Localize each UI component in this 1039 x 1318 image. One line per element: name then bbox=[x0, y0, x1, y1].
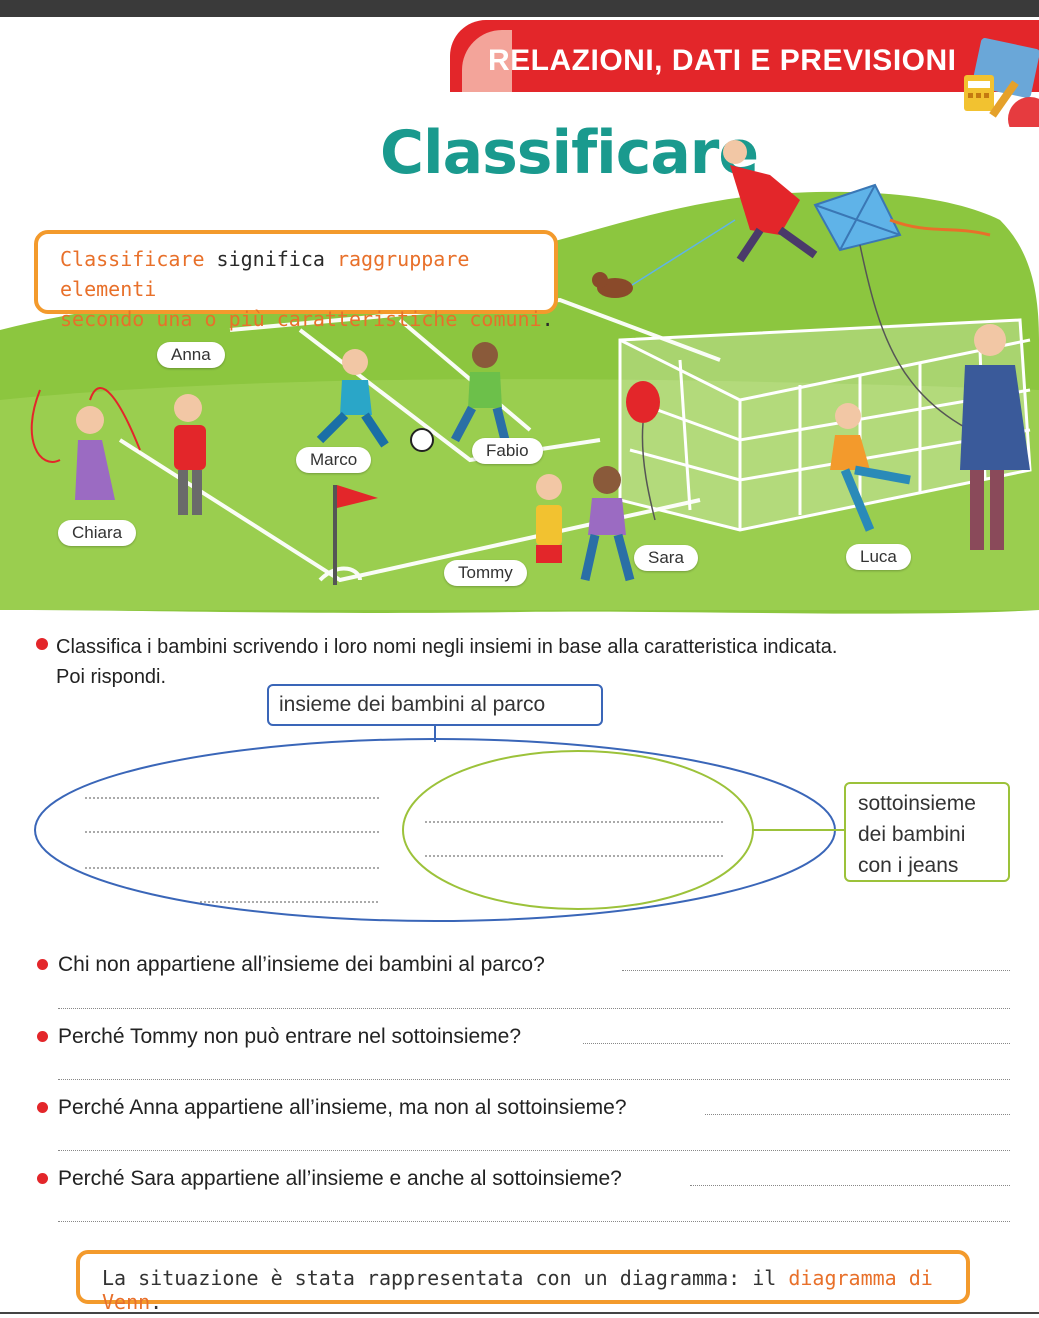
conclusion-highlight: diagramma di Venn bbox=[102, 1266, 933, 1314]
kite bbox=[813, 183, 991, 441]
definition-period: . bbox=[541, 307, 554, 331]
boy-tommy bbox=[536, 474, 562, 563]
name-tag-anna: Anna bbox=[157, 342, 225, 368]
definition-keyword: Classificare bbox=[60, 247, 205, 271]
instruction-text: Classifica i bambini scrivendo i loro no… bbox=[56, 636, 838, 688]
math-tools-icon bbox=[964, 38, 1039, 127]
page-bottom-line bbox=[0, 1312, 1039, 1314]
conclusion-period: . bbox=[150, 1290, 163, 1314]
name-tag-chiara: Chiara bbox=[58, 520, 137, 546]
answer-line[interactable] bbox=[58, 1150, 1010, 1151]
answer-line[interactable] bbox=[58, 1221, 1010, 1222]
set-ellipse bbox=[34, 738, 836, 922]
answer-line[interactable] bbox=[58, 1008, 1010, 1009]
girl-red-shirt bbox=[174, 394, 206, 515]
answer-line[interactable] bbox=[58, 1079, 1010, 1080]
question-1: Chi non appartiene all’insieme dei bambi… bbox=[58, 953, 545, 976]
name-tag-tommy: Tommy bbox=[444, 560, 527, 586]
soccer-ball bbox=[410, 428, 434, 452]
page-title: Classificare bbox=[380, 118, 759, 188]
name-tag-sara: Sara bbox=[634, 545, 698, 571]
bullet-icon bbox=[37, 1102, 48, 1113]
question-3: Perché Anna appartiene all’insieme, ma n… bbox=[58, 1096, 627, 1119]
question-4: Perché Sara appartiene all’insieme e anc… bbox=[58, 1167, 622, 1190]
definition-box: Classificare significa raggruppare eleme… bbox=[34, 230, 558, 331]
section-title: RELAZIONI, DATI E PREVISIONI bbox=[488, 44, 957, 77]
corner-flag bbox=[333, 485, 378, 585]
balloon bbox=[626, 381, 660, 521]
name-tag-luca: Luca bbox=[846, 544, 911, 570]
conclusion-box: La situazione è stata rappresentata con … bbox=[76, 1250, 970, 1314]
bullet-icon bbox=[37, 1173, 48, 1184]
woman-with-dog bbox=[592, 140, 818, 298]
answer-line[interactable] bbox=[705, 1114, 1010, 1115]
question-2: Perché Tommy non può entrare nel sottoin… bbox=[58, 1025, 522, 1048]
conclusion-text: La situazione è stata rappresentata con … bbox=[102, 1266, 789, 1290]
name-tag-fabio: Fabio bbox=[472, 438, 543, 464]
bullet-icon bbox=[36, 638, 48, 650]
definition-text: significa bbox=[204, 247, 337, 271]
answer-line[interactable] bbox=[583, 1043, 1010, 1044]
set-label: insieme dei bambini al parco bbox=[267, 684, 603, 726]
venn-diagram bbox=[34, 726, 844, 922]
name-tag-marco: Marco bbox=[296, 447, 372, 473]
definition-highlight: raggruppare elementi bbox=[60, 247, 470, 301]
answer-line[interactable] bbox=[622, 970, 1010, 971]
boy-luca bbox=[830, 403, 911, 532]
bullet-icon bbox=[37, 1031, 48, 1042]
definition-highlight-2: secondo una o più caratteristiche comuni bbox=[60, 307, 542, 331]
bullet-icon bbox=[37, 959, 48, 970]
girl-sara bbox=[580, 466, 635, 582]
subset-label: sottoinsieme dei bambini con i jeans bbox=[844, 782, 1010, 882]
boy-jumping-fabio bbox=[451, 342, 510, 443]
subset-ellipse bbox=[402, 750, 754, 910]
jump-rope-girl bbox=[30, 387, 141, 500]
section-banner bbox=[450, 20, 1039, 92]
answer-line[interactable] bbox=[690, 1185, 1010, 1186]
top-bar bbox=[0, 0, 1039, 17]
grandpa bbox=[960, 324, 1030, 550]
boy-running-marco bbox=[316, 349, 389, 448]
